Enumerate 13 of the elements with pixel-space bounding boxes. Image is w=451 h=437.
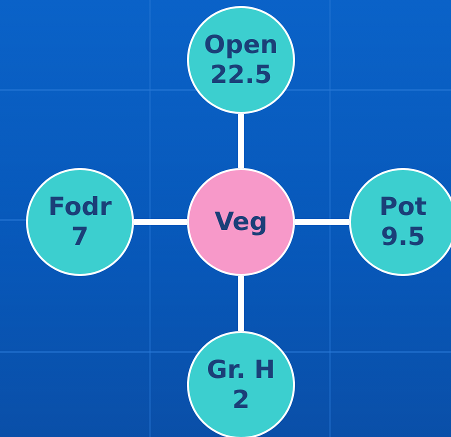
connector-line [134, 219, 187, 225]
node-label: 7 [71, 222, 89, 252]
node-label: Veg [214, 207, 268, 237]
node-label: Gr. H [206, 355, 276, 385]
connector-line [238, 114, 244, 168]
connector-line [238, 276, 244, 331]
node-label: 2 [232, 385, 250, 415]
node-label: Open [204, 30, 278, 60]
connector-line [295, 219, 349, 225]
node-label: 9.5 [380, 222, 426, 252]
node-label: Pot [379, 192, 427, 222]
node-label: Fodr [48, 192, 112, 222]
node-label: 22.5 [210, 60, 272, 90]
